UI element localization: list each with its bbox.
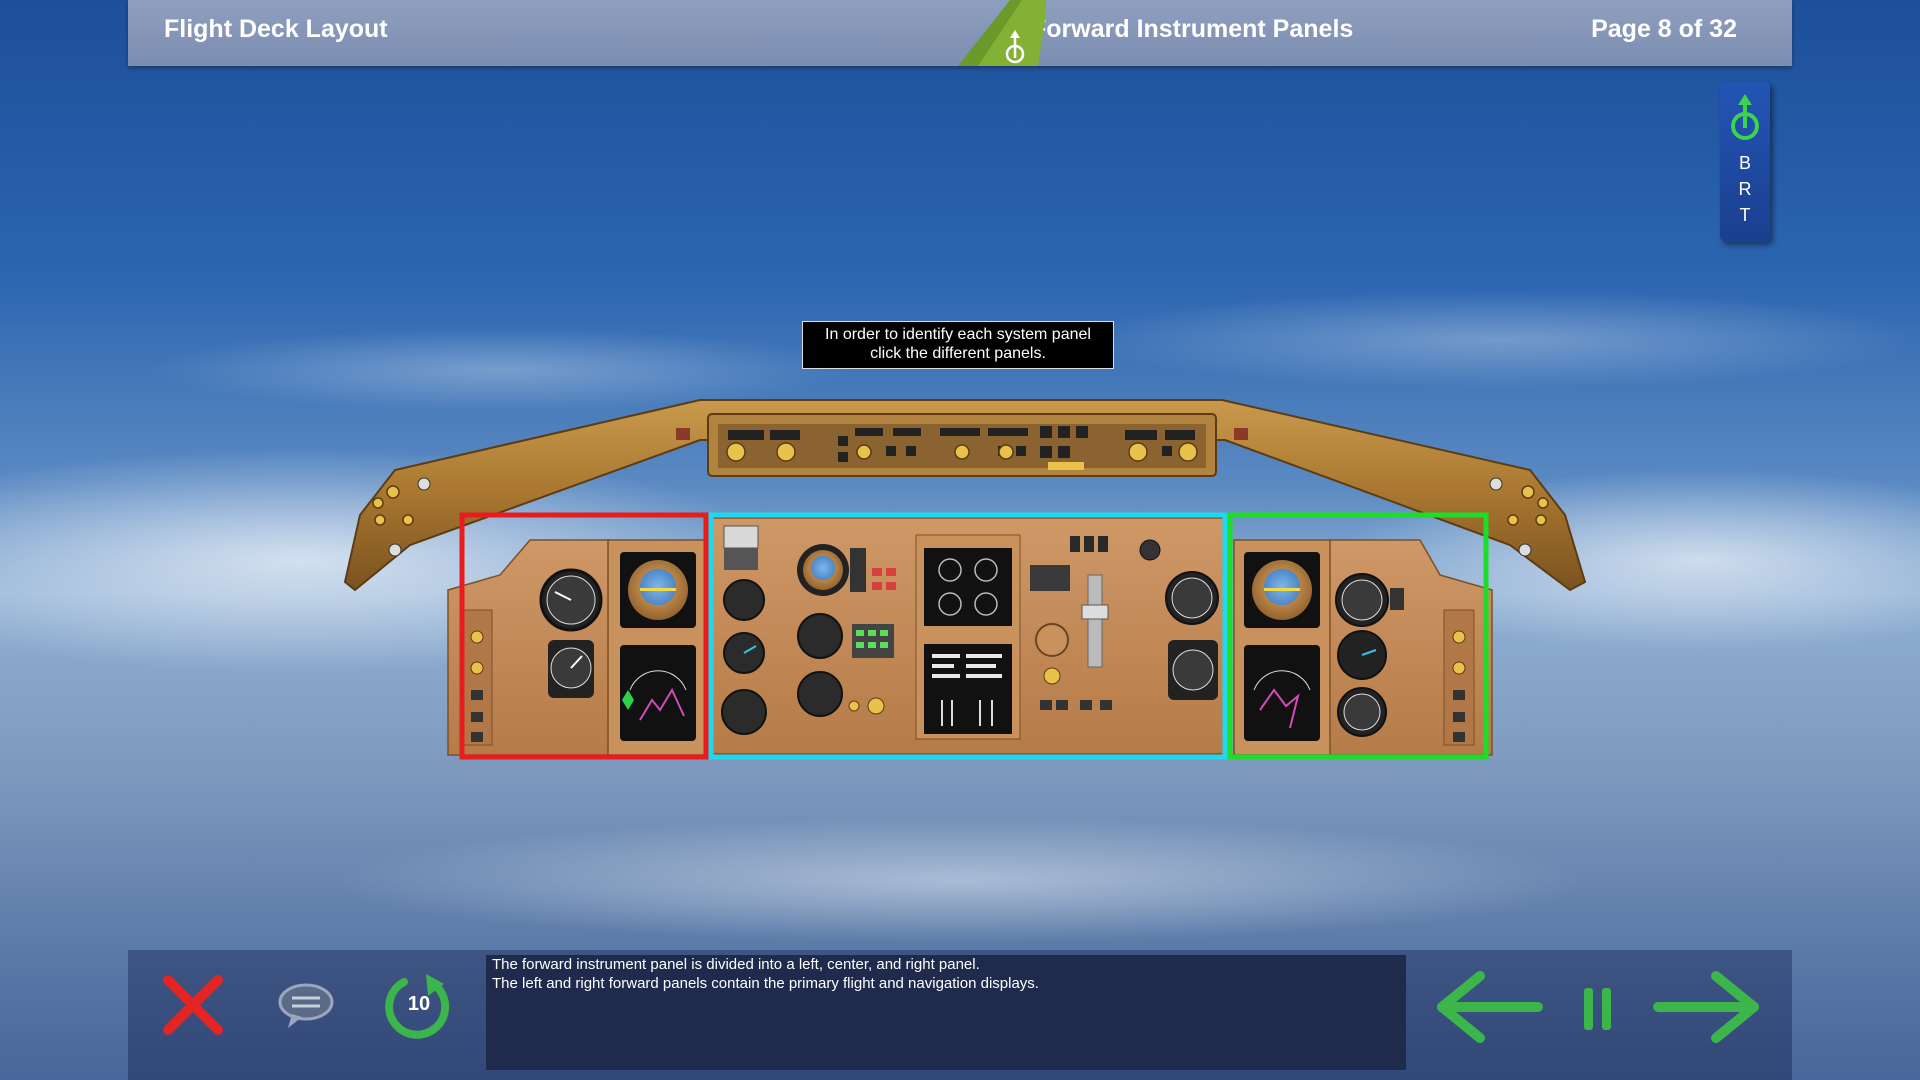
brt-letter: T [1739, 205, 1751, 225]
instruction-line: click the different panels. [870, 345, 1046, 362]
instruction-line: In order to identify each system panel [825, 326, 1091, 343]
brt-side-tab[interactable]: B R T [1720, 82, 1770, 242]
right-panel-highlight[interactable] [1227, 512, 1489, 760]
power-logo-icon [1731, 94, 1759, 140]
instruction-tooltip: In order to identify each system panel c… [802, 321, 1114, 369]
narration-text-box: The forward instrument panel is divided … [486, 955, 1406, 1070]
replay-seconds: 10 [407, 993, 431, 1015]
narration-line: The forward instrument panel is divided … [492, 956, 980, 973]
right-forward-panel[interactable] [1233, 539, 1493, 756]
arrow-right-icon[interactable] [1652, 968, 1762, 1046]
section-title: Flight Deck Layout [164, 15, 388, 43]
arrow-left-icon[interactable] [1434, 968, 1544, 1046]
left-forward-panel[interactable] [447, 539, 707, 756]
brt-letter: B [1738, 153, 1751, 173]
left-panel-highlight[interactable] [459, 512, 709, 760]
replay-icon [385, 974, 450, 1039]
close-x-icon[interactable] [160, 972, 226, 1038]
page-title: Forward Instrument Panels [1031, 15, 1354, 43]
header-bar: Flight Deck Layout Forward Instrument Pa… [128, 0, 1792, 66]
airline-logo-icon [958, 0, 1046, 66]
narration-line: The left and right forward panels contai… [492, 975, 1039, 992]
page-indicator: Page 8 of 32 [1591, 15, 1737, 43]
brt-letters: B R T [1720, 150, 1770, 228]
brt-letter: R [1738, 179, 1752, 199]
speech-bubble-icon[interactable] [276, 980, 336, 1032]
center-panel-highlight[interactable] [708, 512, 1228, 760]
pause-icon[interactable] [1578, 984, 1618, 1034]
center-forward-panel[interactable] [711, 517, 1225, 755]
glareshield [343, 399, 1587, 592]
replay-button[interactable]: 10 [382, 968, 456, 1042]
